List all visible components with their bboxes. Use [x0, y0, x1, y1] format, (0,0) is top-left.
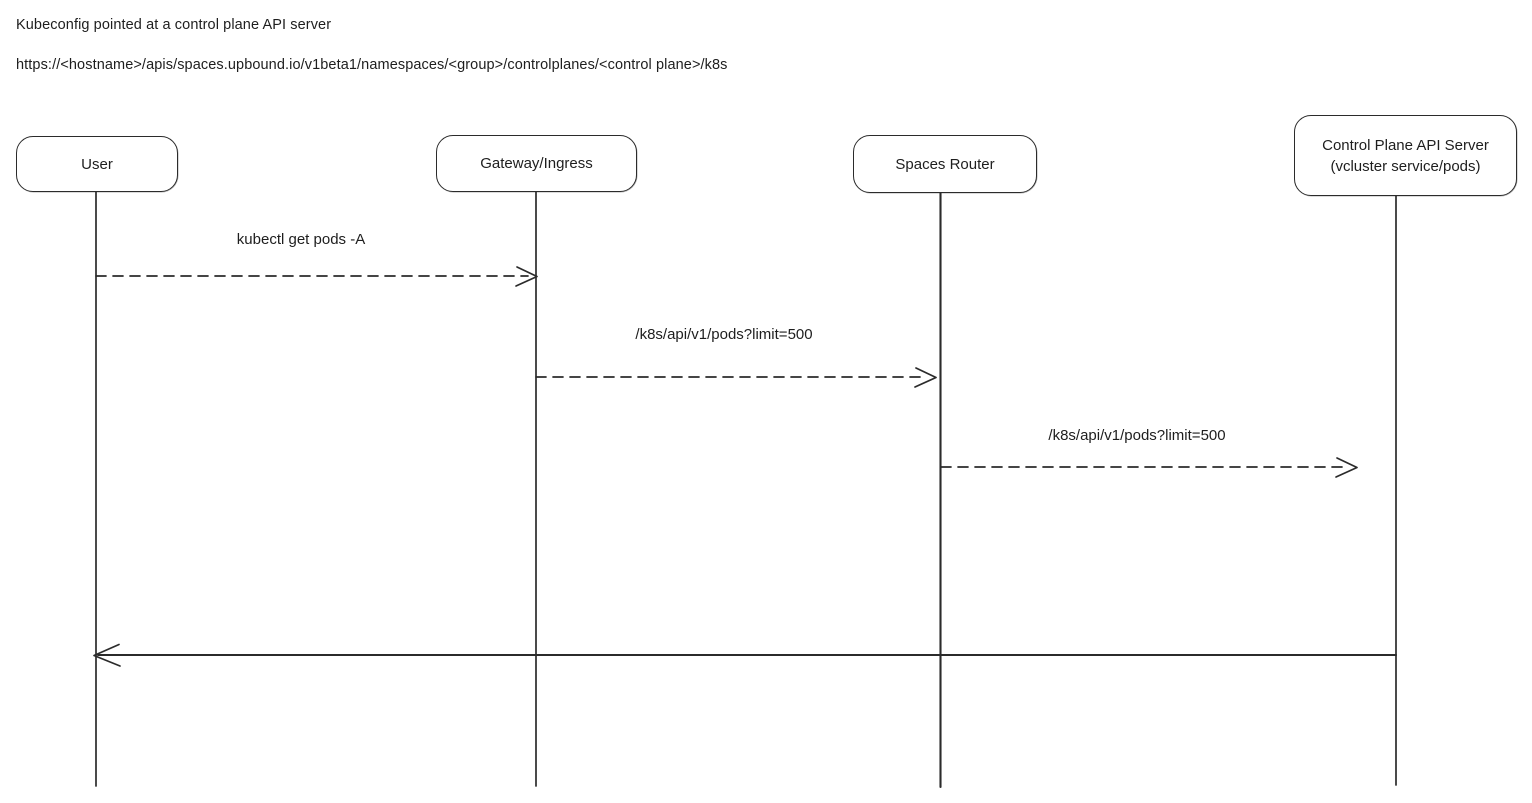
message-arrow-4-head — [93, 643, 121, 667]
diagram-subtitle-url: https://<hostname>/apis/spaces.upbound.i… — [16, 57, 728, 73]
message-arrow-1-head — [515, 266, 538, 287]
actor-label-user: User — [81, 155, 113, 173]
actor-box-user: User — [16, 136, 178, 192]
actor-box-gateway-ingress: Gateway/Ingress — [436, 135, 637, 192]
diagram-title: Kubeconfig pointed at a control plane AP… — [16, 17, 332, 33]
actor-label-control-plane-line1: Control Plane API Server — [1322, 136, 1489, 154]
actor-label-spaces-router: Spaces Router — [895, 155, 995, 173]
message-arrow-3-head — [1335, 457, 1358, 478]
actor-box-spaces-router: Spaces Router — [853, 135, 1037, 193]
message-label-k8s-api-pods-2: /k8s/api/v1/pods?limit=500 — [1048, 427, 1226, 444]
actor-label-control-plane-line2: (vcluster service/pods) — [1330, 157, 1481, 175]
message-arrow-2-head — [914, 367, 937, 388]
message-label-kubectl-get-pods: kubectl get pods -A — [236, 231, 366, 248]
actor-label-gateway-ingress: Gateway/Ingress — [480, 155, 593, 172]
actor-box-control-plane-api-server: Control Plane API Server (vcluster servi… — [1294, 115, 1517, 196]
message-label-k8s-api-pods-1: /k8s/api/v1/pods?limit=500 — [635, 326, 813, 343]
